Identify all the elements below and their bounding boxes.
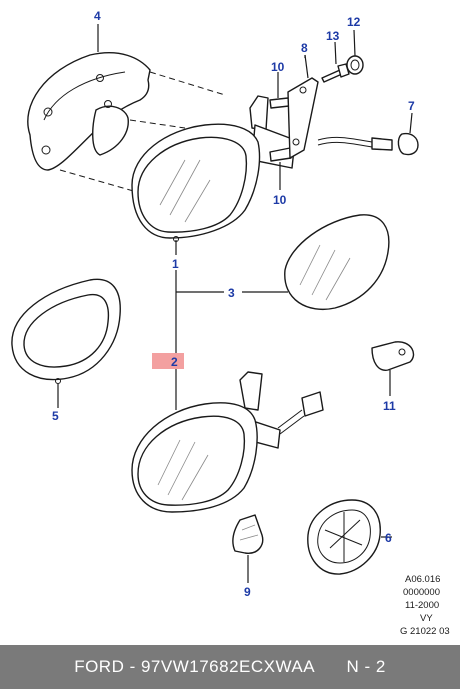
ref-line-2: 0000000 — [403, 587, 440, 598]
footer-spacer — [315, 657, 346, 677]
part-11-bracket[interactable] — [371, 341, 415, 396]
part-number-footer: FORD - 97VW17682ECXWAA N - 2 — [0, 645, 460, 689]
part-2-mirror-assembly[interactable] — [131, 371, 324, 513]
callout-10-top: 10 — [271, 60, 285, 74]
callout-8: 8 — [301, 41, 308, 55]
part-3-mirror-glass[interactable] — [284, 214, 390, 310]
reference-block: A06.016 0000000 11-2000 VY G 21022 03 — [400, 574, 450, 637]
callout-12: 12 — [347, 15, 361, 29]
part-13-screw[interactable] — [321, 41, 350, 83]
callout-6: 6 — [385, 531, 392, 545]
part-8-mounting-plate[interactable] — [287, 54, 319, 159]
footer-part-number: FORD - 97VW17682ECXWAA — [74, 657, 316, 676]
part-12-clip[interactable] — [346, 29, 364, 75]
part-4-housing-cover[interactable] — [27, 51, 226, 201]
footer-position: N - 2 — [346, 657, 386, 676]
part-7-wiring-connector[interactable] — [317, 112, 419, 156]
callout-7: 7 — [408, 99, 415, 113]
part-10-studs[interactable] — [269, 80, 292, 190]
ref-line-1: A06.016 — [405, 574, 440, 585]
callout-10-bottom: 10 — [273, 193, 287, 207]
callout-11: 11 — [383, 399, 396, 413]
part-9-cap[interactable] — [232, 514, 264, 583]
highlight-marker — [152, 353, 184, 369]
callout-2: 2 — [171, 355, 178, 369]
part-1-mirror-assembly[interactable] — [131, 95, 296, 242]
ref-line-3: 11-2000 — [405, 600, 439, 611]
callout-9: 9 — [244, 585, 251, 599]
ref-line-5: G 21022 03 — [400, 626, 450, 637]
callout-13: 13 — [326, 29, 340, 43]
callout-3: 3 — [228, 286, 235, 300]
part-6-actuator[interactable] — [307, 499, 392, 575]
callout-1: 1 — [172, 257, 179, 271]
part-5-bezel[interactable] — [11, 278, 121, 384]
ref-line-4: VY — [420, 613, 433, 624]
exploded-parts-diagram: 4 12 13 8 10 7 10 1 3 2 11 5 6 9 A06.016… — [11, 9, 450, 637]
callout-5: 5 — [52, 409, 59, 423]
callout-4: 4 — [94, 9, 101, 23]
